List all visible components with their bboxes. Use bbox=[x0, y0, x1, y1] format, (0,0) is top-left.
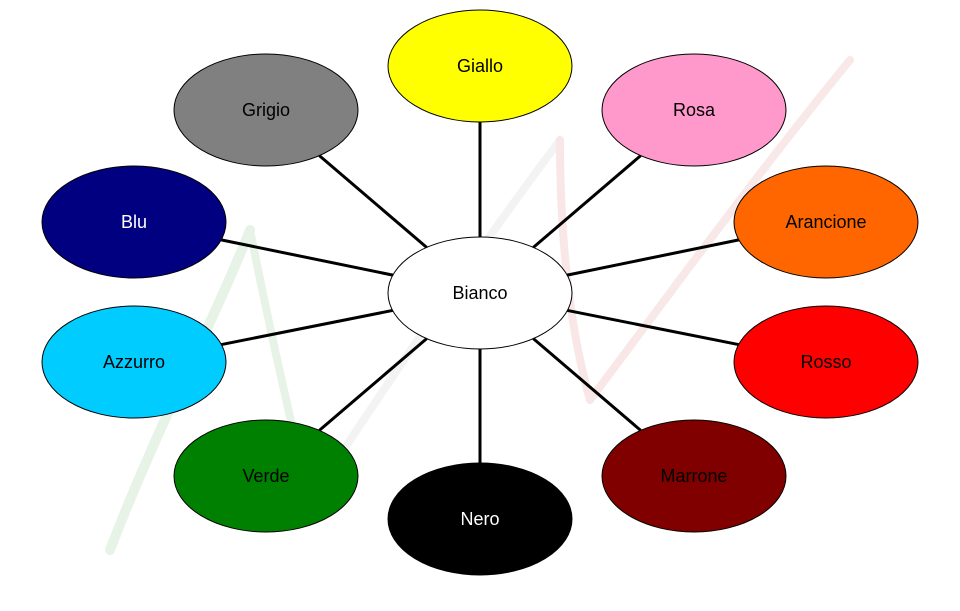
node-azzurro-label: Azzurro bbox=[103, 352, 165, 372]
node-nero-label: Nero bbox=[460, 509, 499, 529]
node-arancione-label: Arancione bbox=[785, 212, 866, 232]
node-azzurro-ellipse bbox=[41, 305, 227, 419]
node-rosa-label: Rosa bbox=[673, 100, 716, 120]
node-giallo-ellipse bbox=[387, 9, 573, 123]
connector-azzurro bbox=[221, 308, 393, 347]
node-marrone-label: Marrone bbox=[660, 466, 727, 486]
connector-rosa bbox=[532, 154, 642, 249]
node-verde-ellipse bbox=[173, 419, 359, 533]
node-arancione: Arancione bbox=[733, 165, 919, 279]
connector-verde bbox=[318, 337, 428, 432]
node-marrone: Marrone bbox=[601, 419, 787, 533]
node-grigio-label: Grigio bbox=[242, 100, 290, 120]
connector-grigio bbox=[318, 154, 428, 249]
connector-arancione bbox=[566, 238, 740, 277]
node-giallo: Giallo bbox=[387, 9, 573, 123]
node-blu-ellipse bbox=[41, 165, 227, 279]
node-rosso-ellipse bbox=[733, 305, 919, 419]
node-rosso-label: Rosso bbox=[800, 352, 851, 372]
node-giallo-label: Giallo bbox=[457, 56, 503, 76]
node-grigio: Grigio bbox=[173, 53, 359, 167]
node-nero-ellipse bbox=[387, 462, 573, 576]
connector-lines bbox=[220, 122, 740, 463]
node-bianco-ellipse bbox=[387, 236, 573, 350]
node-bianco-label: Bianco bbox=[452, 283, 507, 303]
connector-rosso bbox=[567, 308, 739, 347]
node-rosso: Rosso bbox=[733, 305, 919, 419]
node-rosa-ellipse bbox=[601, 53, 787, 167]
node-nero: Nero bbox=[387, 462, 573, 576]
node-grigio-ellipse bbox=[173, 53, 359, 167]
node-blu: Blu bbox=[41, 165, 227, 279]
node-marrone-ellipse bbox=[601, 419, 787, 533]
node-azzurro: Azzurro bbox=[41, 305, 227, 419]
node-blu-label: Blu bbox=[121, 212, 147, 232]
node-verde-label: Verde bbox=[242, 466, 289, 486]
connector-marrone bbox=[532, 337, 642, 432]
node-bianco: Bianco bbox=[387, 236, 573, 350]
connector-blu bbox=[220, 238, 394, 277]
node-rosa: Rosa bbox=[601, 53, 787, 167]
node-verde: Verde bbox=[173, 419, 359, 533]
node-arancione-ellipse bbox=[733, 165, 919, 279]
